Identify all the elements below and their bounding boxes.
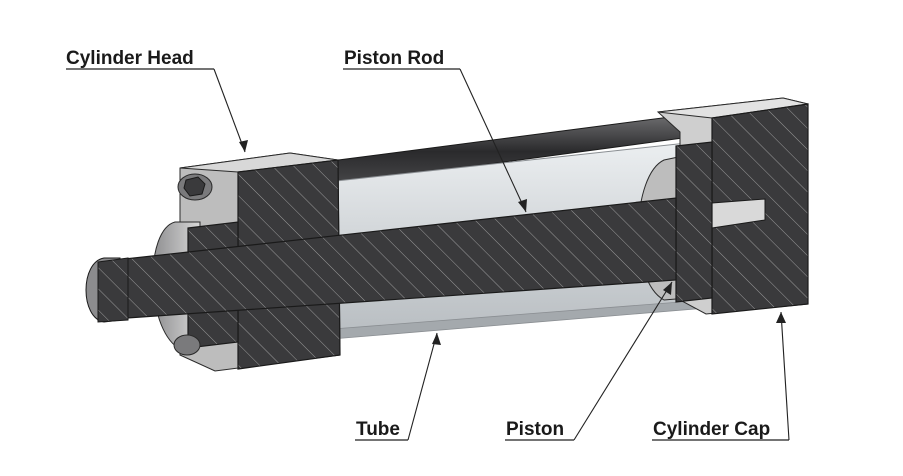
label-piston: Piston — [506, 419, 564, 440]
label-cylinder-head: Cylinder Head — [66, 48, 194, 69]
piston-rod — [85, 197, 677, 323]
bolt-top — [177, 173, 213, 201]
label-tube: Tube — [356, 419, 400, 440]
bolt-bottom — [173, 334, 201, 356]
label-piston-rod: Piston Rod — [344, 48, 444, 69]
leader-lines — [66, 68, 790, 441]
label-cylinder-cap: Cylinder Cap — [653, 419, 770, 440]
